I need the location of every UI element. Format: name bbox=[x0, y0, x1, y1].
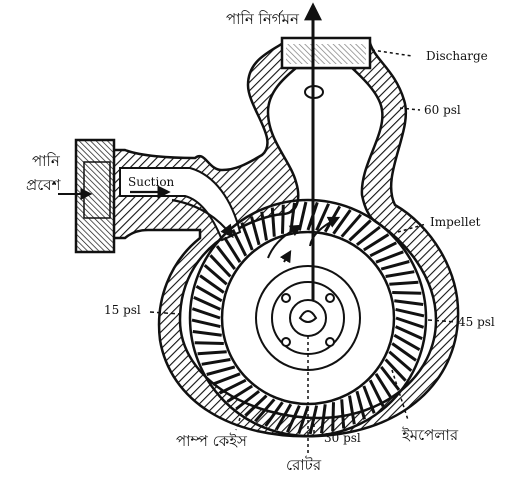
impeller-vane bbox=[381, 262, 409, 270]
label-pump-casing: পাম্প কেইস bbox=[176, 432, 248, 450]
impeller-vane bbox=[392, 293, 421, 294]
impeller-vane bbox=[299, 202, 306, 230]
impeller-vane bbox=[242, 223, 252, 250]
bolt-hole bbox=[282, 338, 290, 346]
impeller-vane bbox=[192, 320, 220, 327]
label-psi-45: 45 psl bbox=[458, 315, 495, 329]
label-water-outlet: পানি নির্গমন bbox=[226, 10, 300, 28]
impeller-vane bbox=[396, 309, 424, 316]
impeller-vane bbox=[195, 343, 224, 344]
impeller-vane bbox=[192, 309, 220, 318]
impeller-vane bbox=[376, 252, 403, 262]
impeller-vane bbox=[283, 205, 284, 234]
impeller-vane bbox=[396, 318, 424, 327]
impeller-vane bbox=[389, 282, 418, 284]
impeller-vane bbox=[213, 374, 240, 384]
impeller-vane bbox=[394, 301, 423, 305]
impeller-vane bbox=[386, 272, 415, 277]
impeller-vane bbox=[272, 208, 274, 237]
impeller-vane bbox=[198, 352, 227, 354]
label-water-inlet-1: পানি bbox=[32, 152, 61, 170]
impeller-vane bbox=[333, 402, 334, 431]
impeller-vane bbox=[193, 332, 222, 336]
inlet-threads bbox=[84, 162, 110, 218]
bolt-hole bbox=[326, 294, 334, 302]
discharge-fill bbox=[286, 44, 366, 64]
label-psi-60: 60 psl bbox=[424, 103, 461, 117]
label-suction: Suction bbox=[128, 175, 175, 189]
impeller-vane bbox=[207, 367, 235, 375]
label-psi-15: 15 psl bbox=[104, 303, 141, 317]
bolt-hole bbox=[326, 338, 334, 346]
label-impeller-bn: ইমপেলার bbox=[401, 426, 459, 444]
impeller-vane bbox=[342, 399, 344, 428]
impeller-vane bbox=[202, 360, 231, 365]
label-discharge: Discharge bbox=[426, 49, 488, 63]
label-water-inlet-2: প্রবেশ bbox=[26, 176, 62, 194]
label-psi-30: 30 psl bbox=[324, 431, 361, 445]
bolt-hole bbox=[282, 294, 290, 302]
label-rotor: রোটর bbox=[286, 456, 322, 474]
label-impeller-en: Impellet bbox=[430, 215, 481, 229]
